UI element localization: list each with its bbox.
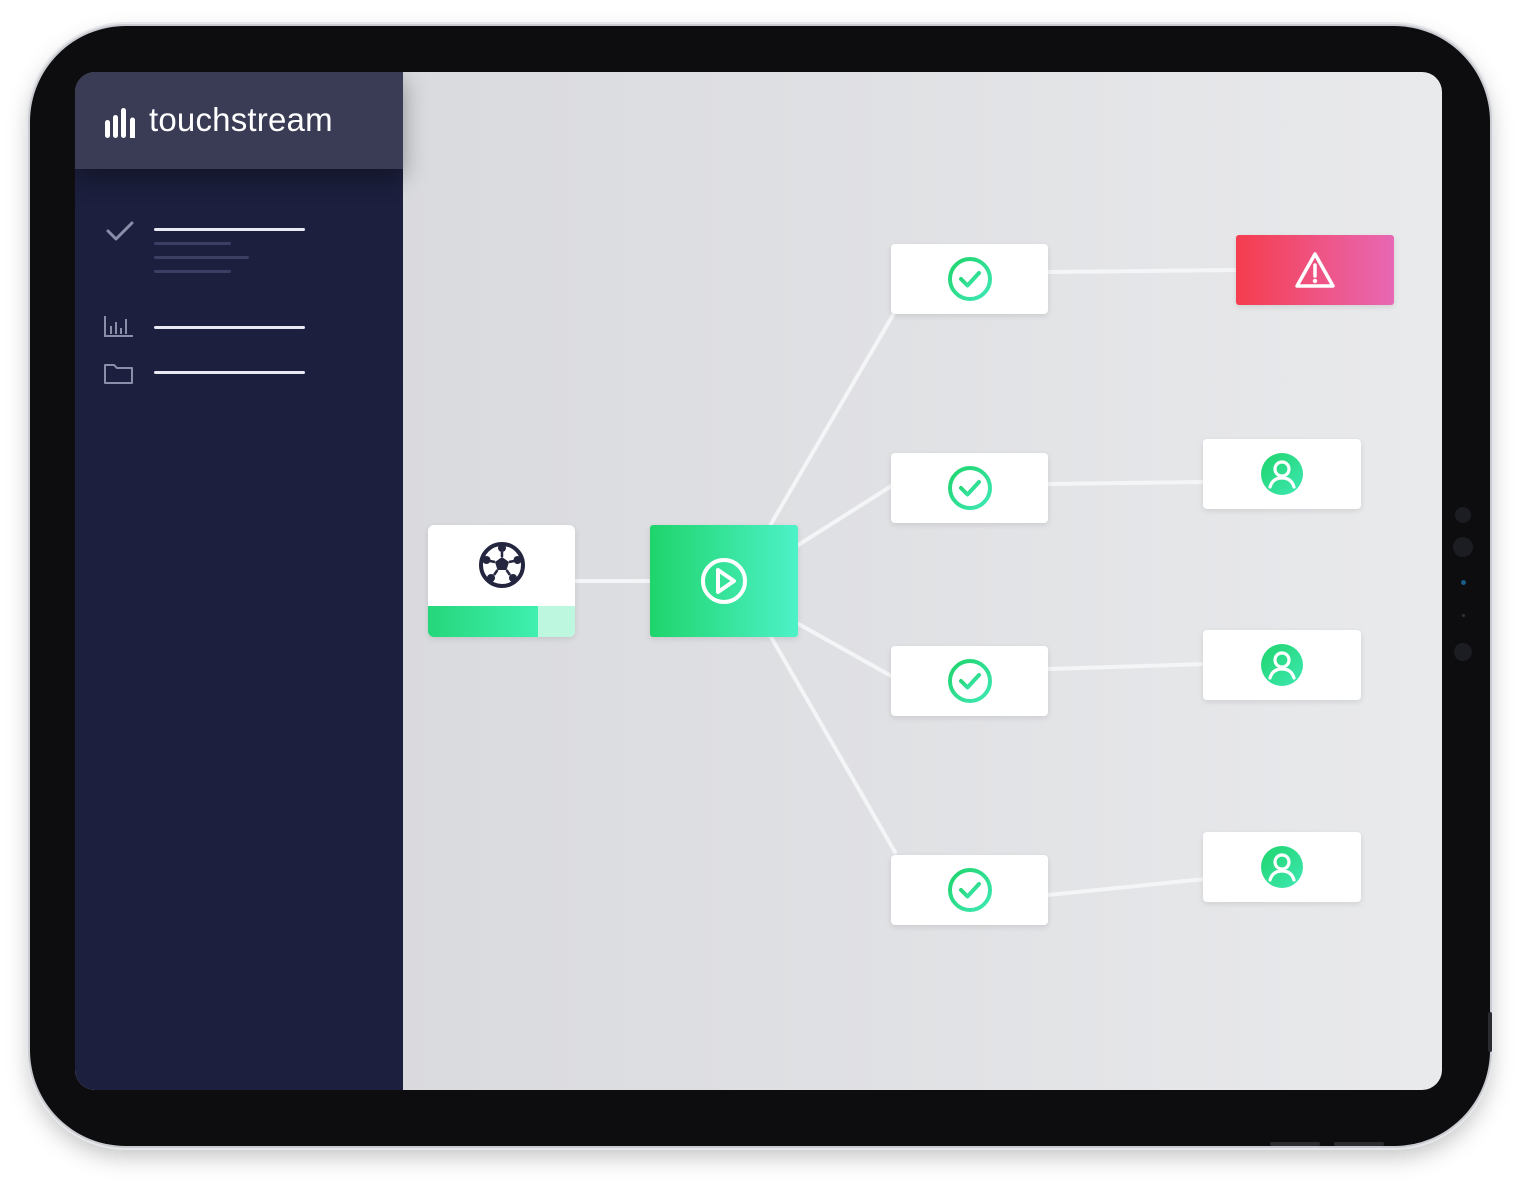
player-node[interactable] [650,525,798,637]
source-progress-bar [428,606,575,637]
side-button [1488,1012,1492,1052]
camera-sensor [1461,580,1466,585]
link-check-2-user-1 [1046,480,1207,486]
folder-icon [104,364,133,384]
sidebar: touchstream [75,72,403,1090]
alert-node[interactable] [1236,235,1394,305]
user-node-1[interactable] [1203,439,1361,509]
link-player-check-2 [793,483,895,549]
check-node-4[interactable] [891,855,1048,925]
camera-mic [1462,614,1465,617]
link-player-check-3 [793,620,895,679]
user-node-2[interactable] [1203,630,1361,700]
camera-dot [1455,507,1471,523]
user-avatar-icon [1261,453,1303,495]
app-screen: touchstream [75,72,1442,1090]
check-circle-icon [947,868,992,912]
play-circle-icon [701,558,747,604]
brand-name: touchstream [149,101,333,138]
source-progress-fill [428,606,539,637]
soccer-ball-icon [478,542,525,588]
sidebar-subitem-line [154,270,231,273]
link-player-check-4 [769,635,897,854]
warning-triangle-icon [1295,252,1335,288]
analytics-bars-icon [104,316,133,337]
user-node-3[interactable] [1203,832,1361,902]
sidebar-item-label-line [154,371,305,374]
sidebar-subitem-line [154,256,249,259]
check-circle-icon [947,257,992,301]
bottom-button-right [1334,1142,1384,1146]
sidebar-subitem-line [154,242,231,245]
check-node-2[interactable] [891,453,1048,523]
user-avatar-icon [1261,846,1303,888]
sidebar-header: touchstream [75,72,403,169]
flow-connections [573,268,1239,897]
link-check-4-user-3 [1046,877,1207,897]
link-check-1-alert [1046,268,1239,274]
link-check-3-user-2 [1046,662,1207,671]
sidebar-item-label-line [154,326,305,329]
camera-lens [1453,537,1473,557]
bar-chart-logo-icon [105,108,135,138]
sidebar-item-label-line [154,228,305,231]
brand-logo[interactable]: touchstream [105,98,333,138]
camera-flash [1454,643,1472,661]
check-node-1[interactable] [891,244,1048,314]
check-node-3[interactable] [891,646,1048,716]
source-media-node[interactable] [428,525,575,637]
check-circle-icon [947,659,992,703]
bottom-button-left [1270,1142,1320,1146]
check-icon [106,221,134,241]
user-avatar-icon [1261,644,1303,686]
link-player-check-1 [769,313,895,526]
check-circle-icon [947,466,992,510]
